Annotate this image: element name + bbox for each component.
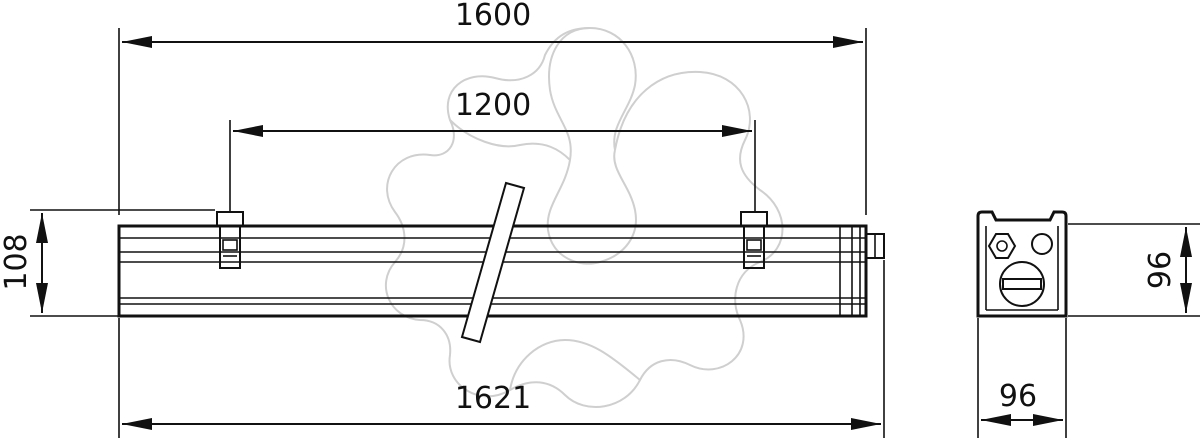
dimension-end-width: 96 — [977, 318, 1067, 438]
dimension-total-length: 1621 — [118, 260, 885, 438]
dimension-label-1600: 1600 — [455, 0, 531, 33]
luminaire-end-view — [976, 210, 1068, 318]
mounting-clip-right — [740, 211, 768, 269]
dimension-end-height: 96 — [1068, 223, 1200, 317]
dimension-label-96-height: 96 — [1143, 251, 1178, 289]
dimension-mounting-distance: 1200 — [229, 88, 756, 212]
break-symbol — [460, 181, 526, 344]
dimension-label-1200: 1200 — [455, 88, 531, 123]
gland-circle — [1031, 233, 1053, 255]
cable-gland — [999, 261, 1045, 307]
nut-icon — [987, 233, 1017, 259]
dimension-label-108: 108 — [0, 233, 34, 290]
watermark-logo — [384, 26, 784, 408]
mounting-clip-left — [216, 211, 244, 269]
dimension-label-1621: 1621 — [455, 381, 531, 416]
luminaire-side-view — [117, 224, 885, 318]
dimension-side-height: 108 — [0, 209, 215, 317]
dimension-overall-length: 1600 — [118, 0, 867, 215]
dimension-label-96-width: 96 — [999, 379, 1037, 414]
